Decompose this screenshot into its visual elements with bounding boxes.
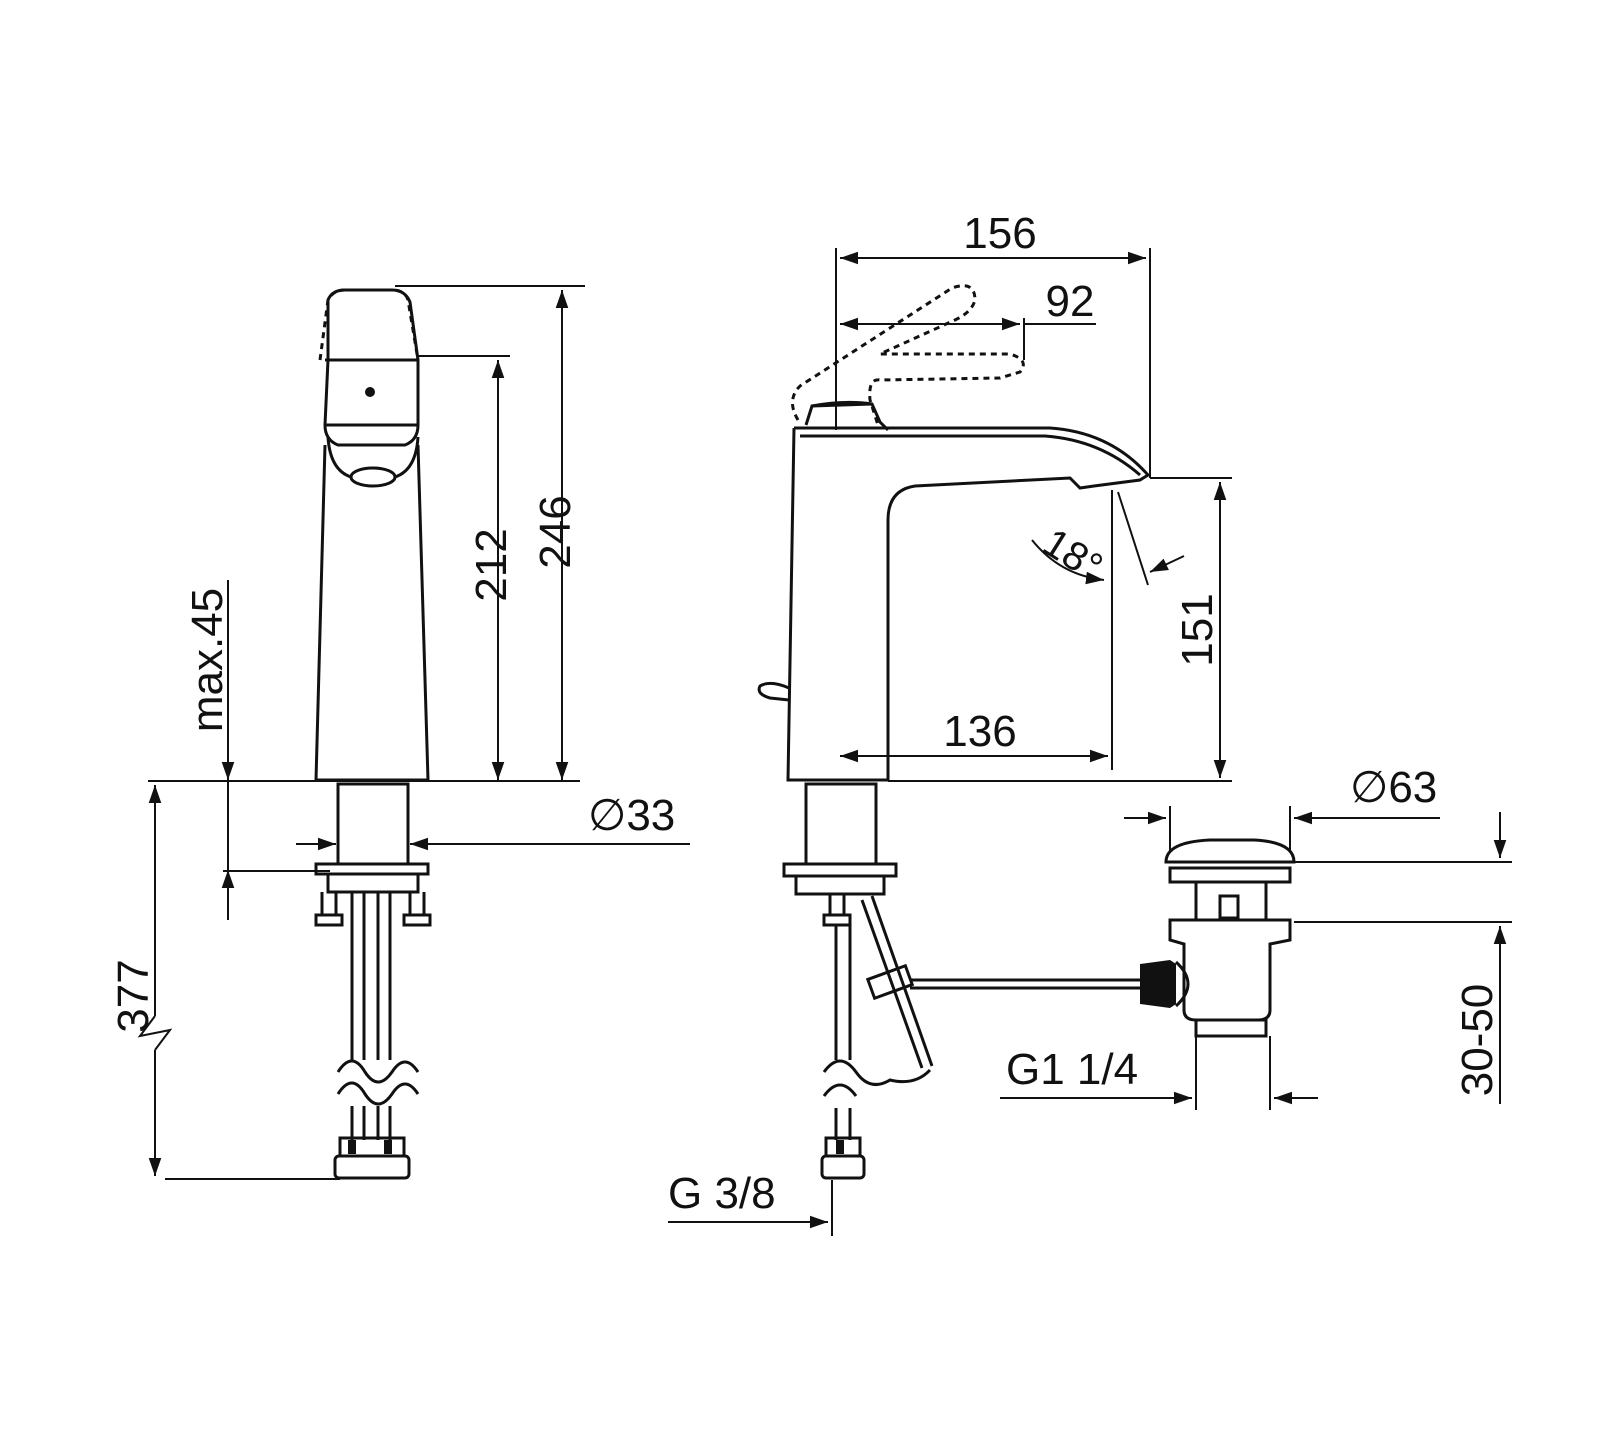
side-view — [757, 284, 1151, 1180]
side-dimensions: 156 92 18° 151 136 ∅63 30-50 — [668, 209, 1512, 1236]
dim-total-depth: 156 — [963, 209, 1036, 258]
front-body — [314, 444, 430, 782]
lever-raised-outline — [791, 284, 1025, 426]
side-body — [786, 427, 888, 782]
side-hose — [834, 925, 852, 1060]
dim-waste-adjust: 30-50 — [1453, 984, 1502, 1097]
dim-hose-thread: G 3/8 — [668, 1169, 776, 1218]
lever — [804, 402, 890, 432]
spout — [794, 426, 1151, 780]
waste-fitting — [1140, 838, 1296, 1038]
dim-base-diameter: ∅33 — [588, 791, 675, 840]
front-dimensions: 246 212 max.45 377 ∅33 — [109, 285, 690, 1180]
dim-spout-height: 212 — [467, 528, 516, 601]
front-handle — [323, 288, 420, 447]
front-hose-nuts — [333, 1154, 411, 1180]
front-view — [314, 288, 432, 1180]
dim-max-deck: max.45 — [183, 588, 232, 732]
front-shank — [336, 782, 410, 866]
side-plate — [782, 862, 898, 878]
side-shank — [804, 782, 878, 866]
front-handle-outline — [318, 288, 420, 361]
dim-lever-depth: 92 — [1046, 277, 1095, 326]
dim-waste-diameter: ∅63 — [1350, 763, 1437, 812]
dim-spout-reach: 136 — [943, 707, 1016, 756]
waste-nut — [1140, 960, 1176, 1008]
dim-waste-thread: G1 1/4 — [1006, 1045, 1138, 1094]
dim-total-height: 246 — [531, 495, 580, 568]
screw-icon — [365, 387, 375, 397]
side-hose-nut — [820, 1154, 866, 1180]
popup-knob — [757, 681, 790, 702]
aerator — [349, 466, 397, 488]
front-hoses — [350, 892, 392, 1060]
dim-spout-clearance: 151 — [1173, 593, 1222, 666]
waste-cap — [1164, 838, 1296, 864]
dim-hose-length: 377 — [109, 959, 158, 1032]
popup-rod — [860, 895, 934, 1069]
